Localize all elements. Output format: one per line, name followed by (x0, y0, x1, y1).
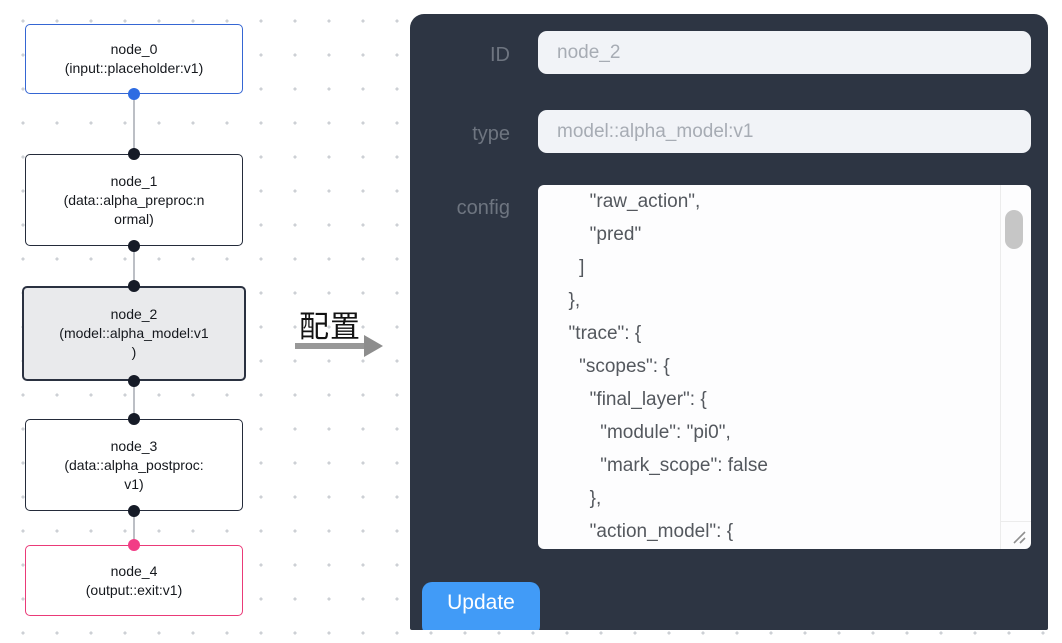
edge-node0-node1 (133, 94, 135, 155)
config-textarea[interactable]: "raw_action", "pred" ] }, "trace": { "sc… (538, 185, 1031, 549)
config-json-text: "raw_action", "pred" ] }, "trace": { "sc… (568, 191, 768, 542)
config-field-label: config (456, 197, 510, 219)
right-arrow-head-icon (364, 335, 383, 357)
scrollbar-corner (1000, 521, 1031, 522)
id-input[interactable]: node_2 (538, 31, 1031, 74)
resize-grip-icon[interactable] (1011, 529, 1028, 546)
port-node1-bottom (128, 240, 140, 252)
node-4-output[interactable]: node_4 (output::exit:v1) (25, 545, 243, 616)
scrollbar-thumb[interactable] (1005, 210, 1023, 249)
port-node4-top (128, 539, 140, 551)
node-1-preproc[interactable]: node_1 (data::alpha_preproc:n ormal) (25, 154, 243, 246)
type-field-label: type (472, 123, 510, 145)
node-3-postproc[interactable]: node_3 (data::alpha_postproc: v1) (25, 419, 243, 511)
right-arrow-icon (295, 343, 367, 349)
scrollbar-track (1000, 185, 1001, 549)
port-node2-bottom (128, 375, 140, 387)
port-node2-top (128, 280, 140, 292)
port-node1-top (128, 148, 140, 160)
node-0-input[interactable]: node_0 (input::placeholder:v1) (25, 24, 243, 94)
node-config-panel: ID node_2 type model::alpha_model:v1 con… (410, 14, 1048, 630)
port-node0-bottom (128, 88, 140, 100)
configure-annotation-label: 配置 (299, 311, 361, 344)
node-2-model-selected[interactable]: node_2 (model::alpha_model:v1 ) (22, 286, 246, 381)
edge-node2-node3 (133, 381, 135, 420)
id-field-label: ID (490, 44, 510, 66)
edge-node3-node4 (133, 511, 135, 545)
edge-node1-node2 (133, 246, 135, 287)
port-node3-bottom (128, 505, 140, 517)
type-input[interactable]: model::alpha_model:v1 (538, 110, 1031, 153)
update-button[interactable]: Update (422, 582, 540, 630)
port-node3-top (128, 413, 140, 425)
